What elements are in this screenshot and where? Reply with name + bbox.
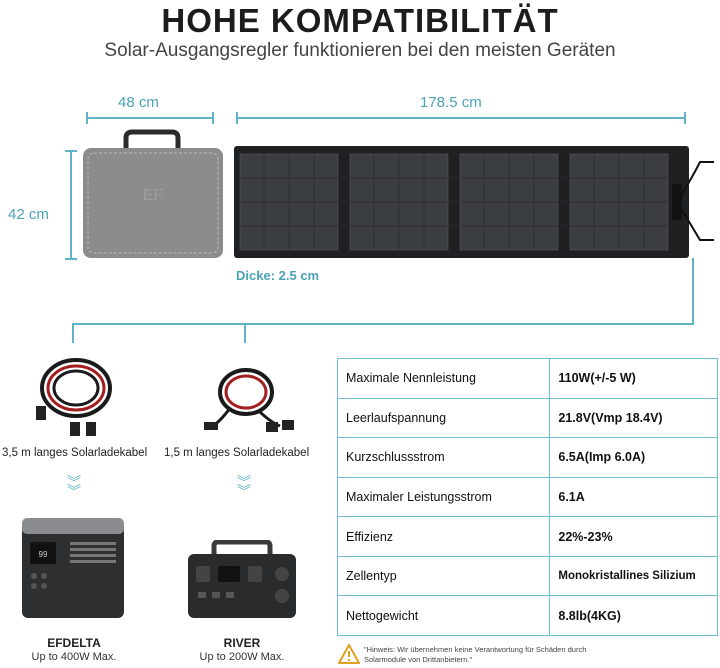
bag-width-tick-right: [212, 112, 214, 124]
warning-icon: [338, 644, 360, 664]
efdelta-device-image: 99: [22, 518, 124, 618]
height-label: 42 cm: [8, 206, 49, 223]
connector-line-horizontal: [72, 323, 694, 325]
cable-long-image: [36, 358, 112, 436]
panel-width-tick-right: [684, 112, 686, 124]
panel-width-line: [236, 117, 686, 119]
spec-value: 6.5A(Imp 6.0A): [549, 437, 718, 478]
spec-label: Nettogewicht: [336, 595, 551, 636]
spec-label: Maximaler Leistungsstrom: [336, 476, 551, 518]
river-name: RIVER: [223, 636, 261, 650]
efdelta-name: EFDELTA: [47, 636, 101, 650]
spec-label: Effizienz: [336, 516, 551, 557]
connector-drop-2: [244, 323, 246, 343]
bag-width-line: [86, 117, 214, 119]
carry-bag-image: EF: [83, 129, 223, 258]
cable-long-label: 3,5 m langes Solarladekabel: [2, 447, 148, 459]
river-capacity: Up to 200W Max.: [199, 651, 285, 663]
spec-label: Zellentyp: [336, 555, 551, 597]
disclaimer-line-1: "Hinweis: Wir übernehmen keine Verantwor…: [364, 645, 587, 654]
spec-label: Maximale Nennleistung: [336, 358, 551, 399]
svg-text:EF: EF: [143, 187, 164, 204]
height-line: [70, 150, 72, 260]
spec-value: 21.8V(Vmp 18.4V): [549, 397, 718, 439]
connector-line-vertical: [692, 258, 694, 324]
panel-width-tick-left: [236, 112, 238, 124]
cable-short-label: 1,5 m langes Solarladekabel: [164, 447, 310, 459]
spec-value: 110W(+/-5 W): [549, 358, 718, 399]
efdelta-capacity: Up to 400W Max.: [31, 651, 117, 663]
chevron-down-icon: ︾︾: [237, 474, 251, 499]
chevron-down-icon: ︾︾: [67, 474, 81, 499]
spec-value: 6.1A: [549, 476, 718, 518]
height-tick-bottom: [65, 258, 77, 260]
svg-text:99: 99: [39, 550, 48, 559]
thickness-label: Dicke: 2.5 cm: [236, 268, 320, 283]
connector-drop-1: [72, 323, 74, 343]
spec-value: 22%-23%: [549, 516, 718, 557]
spec-value: Monokristallines Silizium: [549, 555, 718, 597]
bag-width-label: 48 cm: [118, 94, 159, 111]
solar-panel-image: [234, 146, 714, 258]
page-title: HOHE KOMPATIBILITÄT: [161, 2, 559, 39]
page-subtitle: Solar-Ausgangsregler funktionieren bei d…: [104, 40, 616, 61]
spec-label: Kurzschlussstrom: [336, 437, 551, 478]
height-tick-top: [65, 150, 77, 152]
river-device-image: [188, 540, 296, 618]
bag-width-tick-left: [86, 112, 88, 124]
cable-short-image: [204, 368, 294, 432]
spec-label: Leerlaufspannung: [336, 397, 551, 439]
spec-value: 8.8lb(4KG): [549, 595, 718, 636]
panel-width-label: 178.5 cm: [420, 94, 482, 111]
disclaimer-line-2: Solarmodule von Drittanbietern.": [364, 655, 473, 664]
